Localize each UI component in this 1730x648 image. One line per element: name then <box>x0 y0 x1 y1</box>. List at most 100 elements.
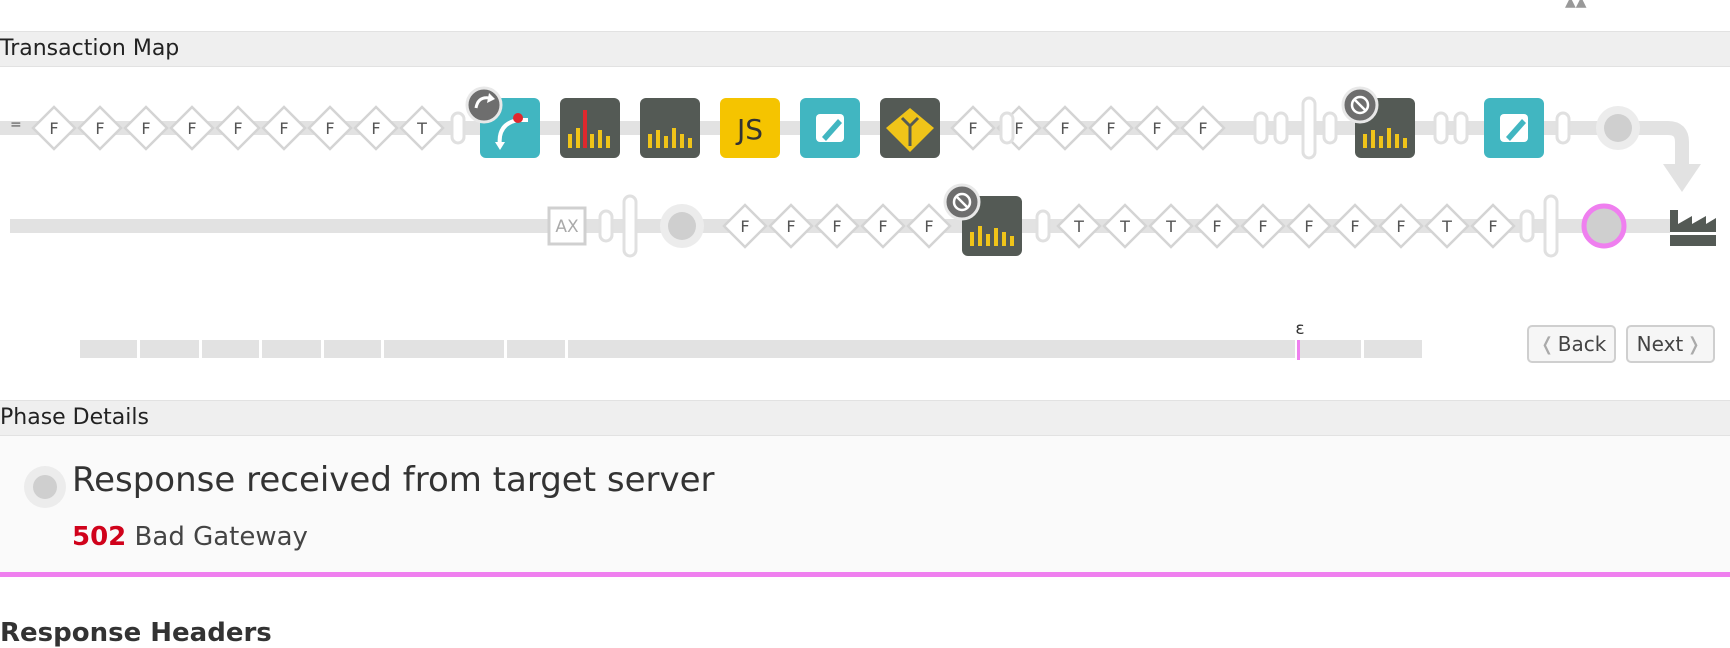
back-button-label: Back <box>1557 332 1607 356</box>
policy-step[interactable]: F <box>860 203 906 249</box>
timeline-marker[interactable] <box>1297 340 1300 360</box>
wrap-arrow-icon <box>1663 164 1701 192</box>
policy-step[interactable]: F <box>353 105 399 151</box>
policy-step-label: F <box>233 119 242 138</box>
policy-step-label: F <box>141 119 150 138</box>
policy-step-label: F <box>878 217 887 236</box>
policy-step[interactable]: F <box>1332 203 1378 249</box>
policy-step[interactable]: T <box>1148 203 1194 249</box>
policy-step-label: F <box>1350 217 1359 236</box>
policy-step-label: F <box>1106 119 1115 138</box>
policy-step[interactable]: F <box>215 105 261 151</box>
policy-step-label: F <box>924 217 933 236</box>
policy-step[interactable]: F <box>768 203 814 249</box>
timeline-bar: ε <box>80 319 1422 360</box>
timeline-segments <box>80 340 1422 358</box>
phase-divider <box>0 572 1730 577</box>
row2-pills <box>598 194 1559 258</box>
phase-details-header: Phase Details <box>0 400 1730 436</box>
next-button[interactable]: Next ❭ <box>1626 325 1715 363</box>
disabled-badge-icon-2 <box>943 183 981 221</box>
policy-step-label: F <box>1014 119 1023 138</box>
policy-step-label: F <box>279 119 288 138</box>
policy-step[interactable]: F <box>950 105 996 151</box>
policy-step[interactable]: F <box>1042 105 1088 151</box>
policy-step[interactable]: T <box>1424 203 1470 249</box>
wrap-track <box>1640 121 1689 168</box>
policy-step[interactable]: F <box>1240 203 1286 249</box>
policy-step-label: F <box>49 119 58 138</box>
reuse-badge-icon <box>465 86 503 124</box>
policy-step-label: F <box>1258 217 1267 236</box>
policy-step-label: F <box>832 217 841 236</box>
assign-message-icon-2[interactable] <box>1484 98 1544 158</box>
row2-start-node-icon[interactable] <box>660 204 704 248</box>
policy-step-label: T <box>1165 217 1176 236</box>
policy-step-label: T <box>1073 217 1084 236</box>
policy-step[interactable]: F <box>307 105 353 151</box>
analytics-icon[interactable] <box>640 98 700 158</box>
target-server-icon[interactable] <box>1670 210 1716 246</box>
row1-cutoff-label: = <box>10 117 22 133</box>
policy-step[interactable]: F <box>169 105 215 151</box>
policy-step[interactable]: F <box>77 105 123 151</box>
policy-step[interactable]: F <box>1134 105 1180 151</box>
selected-phase-node-icon[interactable] <box>1581 203 1627 249</box>
policy-step-label: F <box>1396 217 1405 236</box>
policy-step-label: T <box>416 119 427 138</box>
policy-step[interactable]: F <box>1378 203 1424 249</box>
javascript-label: JS <box>735 113 763 146</box>
row1-end-node-icon[interactable] <box>1596 106 1640 150</box>
policy-step-label: F <box>968 119 977 138</box>
ax-node[interactable]: AX <box>547 206 587 246</box>
policy-step-label: F <box>1212 217 1221 236</box>
policy-step[interactable]: F <box>1286 203 1332 249</box>
policy-step-label: T <box>1119 217 1130 236</box>
policy-step[interactable]: F <box>1088 105 1134 151</box>
timeline-marker-label: ε <box>1295 319 1304 339</box>
disabled-badge-icon <box>1341 86 1379 124</box>
policy-step[interactable]: T <box>1102 203 1148 249</box>
policy-step-label: F <box>1304 217 1313 236</box>
policy-step[interactable]: F <box>1470 203 1516 249</box>
next-button-label: Next <box>1636 332 1684 356</box>
policy-step[interactable]: F <box>261 105 307 151</box>
assign-message-icon[interactable] <box>800 98 860 158</box>
javascript-icon[interactable]: JS <box>720 98 780 158</box>
policy-step-label: T <box>1441 217 1452 236</box>
policy-step-label: F <box>325 119 334 138</box>
conditional-route-icon[interactable] <box>880 98 940 158</box>
policy-step[interactable]: F <box>1194 203 1240 249</box>
phase-status: 502 Bad Gateway <box>72 522 308 552</box>
status-code: 502 <box>72 522 127 552</box>
ax-label: AX <box>555 217 579 237</box>
policy-step[interactable]: F <box>31 105 77 151</box>
policy-step-label: F <box>1488 217 1497 236</box>
policy-step[interactable]: F <box>1180 105 1226 151</box>
analytics-icon-red[interactable] <box>560 98 620 158</box>
policy-step-label: F <box>786 217 795 236</box>
phase-details-panel <box>0 436 1730 573</box>
policy-step[interactable]: F <box>814 203 860 249</box>
status-text: Bad Gateway <box>134 522 308 552</box>
transaction-map-header: Transaction Map <box>0 31 1730 67</box>
phase-node-icon <box>24 466 66 508</box>
policy-step-label: F <box>740 217 749 236</box>
back-button[interactable]: ❬ Back <box>1527 325 1616 363</box>
chevron-right-icon: ❭ <box>1686 333 1702 355</box>
policy-step[interactable]: T <box>399 105 445 151</box>
policy-step-label: F <box>187 119 196 138</box>
chevron-left-icon: ❬ <box>1539 333 1555 355</box>
policy-step[interactable]: F <box>123 105 169 151</box>
policy-step[interactable]: F <box>906 203 952 249</box>
policy-step[interactable]: F <box>722 203 768 249</box>
row1-pills <box>450 96 1571 160</box>
policy-step-label: F <box>95 119 104 138</box>
policy-step-label: F <box>371 119 380 138</box>
phase-title: Response received from target server <box>72 460 715 500</box>
policy-step[interactable]: T <box>1056 203 1102 249</box>
